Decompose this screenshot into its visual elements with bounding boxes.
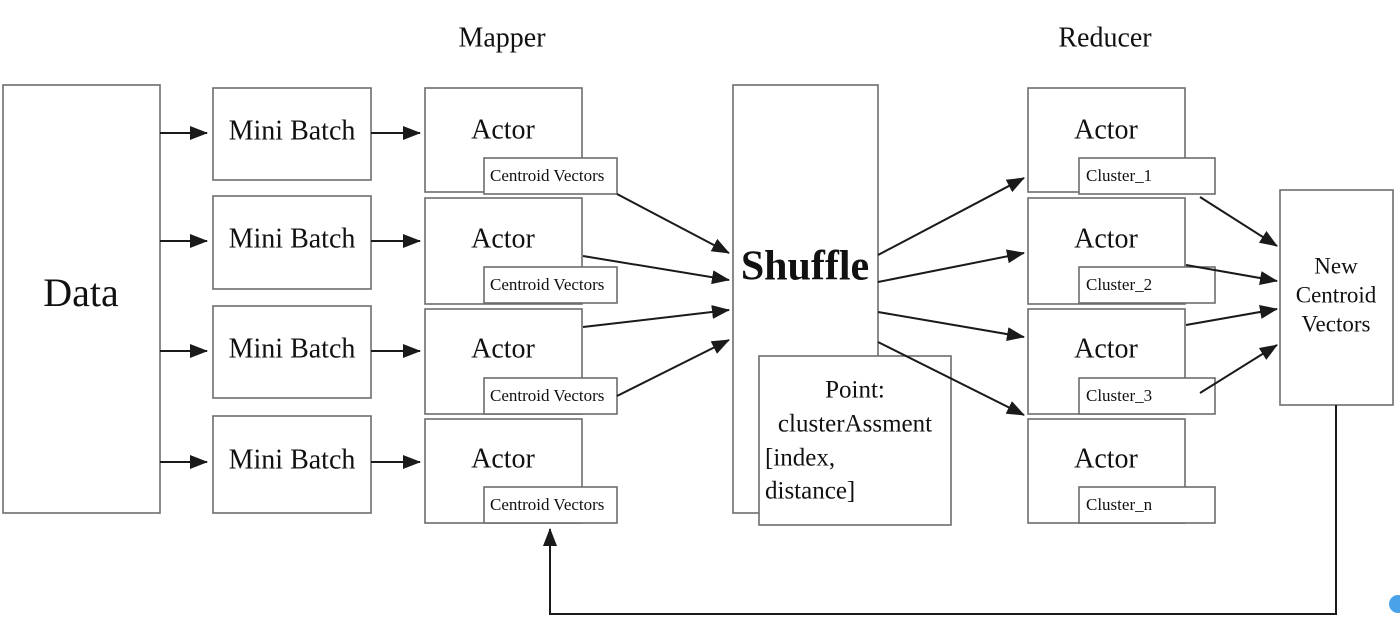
- arrow-cluster2-to-output: [1185, 264, 1278, 285]
- mapper-centroid-label-3: Centroid Vectors: [490, 386, 604, 405]
- reducer-cluster-label-2: Cluster_2: [1086, 275, 1152, 294]
- blue-badge-icon: [1389, 595, 1400, 613]
- reducer-cluster-box-4[interactable]: [1078, 486, 1216, 524]
- new-centroid-label-line3: Vectors: [1302, 311, 1371, 336]
- arrow-shuffle-to-reducer-1: [877, 177, 1025, 256]
- point-label-line2: clusterAssment: [778, 411, 932, 438]
- mapper-actor-label-1: Actor: [471, 114, 535, 145]
- arrow-feedback-loop: [543, 405, 1337, 615]
- data-label: Data: [43, 270, 119, 315]
- shuffle-label: Shuffle: [741, 244, 869, 290]
- mapper-centroid-label-1: Centroid Vectors: [490, 166, 604, 185]
- point-box[interactable]: [758, 355, 952, 526]
- mapper-actor-label-3: Actor: [471, 333, 535, 364]
- minibatch-box-1[interactable]: [212, 87, 372, 181]
- reducer-actor-label-2: Actor: [1074, 223, 1138, 254]
- reducer-cluster-box-2[interactable]: [1078, 266, 1216, 304]
- reducer-header: Reducer: [1058, 22, 1152, 53]
- mapper-centroid-box-2[interactable]: [483, 266, 618, 304]
- minibatch-label-2: Mini Batch: [229, 223, 356, 254]
- minibatch-box-3[interactable]: [212, 305, 372, 399]
- point-label-line3: [index,: [765, 445, 835, 472]
- mapper-header: Mapper: [458, 22, 546, 53]
- arrow-shuffle-to-reducer-3: [877, 311, 1025, 342]
- mapper-centroid-box-1[interactable]: [483, 157, 618, 195]
- new-centroid-label-line2: Centroid: [1296, 282, 1377, 307]
- new-centroid-vectors-box[interactable]: [1279, 189, 1394, 406]
- minibatch-box-2[interactable]: [212, 195, 372, 290]
- mapper-centroid-label-4: Centroid Vectors: [490, 495, 604, 514]
- arrow-shuffle-to-reducer-4: [877, 341, 1025, 416]
- data-box[interactable]: [2, 84, 161, 514]
- arrow-shuffle-to-reducer-2: [877, 249, 1025, 283]
- mapper-centroid-label-2: Centroid Vectors: [490, 275, 604, 294]
- reducer-actor-label-1: Actor: [1074, 114, 1138, 145]
- reducer-actor-label-3: Actor: [1074, 333, 1138, 364]
- arrow-cluster3-to-output: [1185, 305, 1278, 326]
- minibatch-box-4[interactable]: [212, 415, 372, 514]
- new-centroid-label-line1: New: [1314, 253, 1358, 278]
- arrow-cluster4-to-output: [1199, 344, 1278, 394]
- reducer-cluster-box-3[interactable]: [1078, 377, 1216, 415]
- mapper-actor-label-2: Actor: [471, 223, 535, 254]
- reducer-cluster-box-1[interactable]: [1078, 157, 1216, 195]
- minibatch-label-1: Mini Batch: [229, 115, 356, 146]
- arrow-mapper2-to-shuffle: [582, 255, 730, 285]
- minibatch-label-3: Mini Batch: [229, 333, 356, 364]
- reducer-cluster-label-4: Cluster_n: [1086, 495, 1153, 514]
- arrow-mapper4-to-shuffle: [616, 339, 730, 397]
- point-label-line1: Point:: [825, 377, 885, 404]
- minibatch-label-4: Mini Batch: [229, 444, 356, 475]
- mapper-centroid-box-3[interactable]: [483, 377, 618, 415]
- reducer-actor-label-4: Actor: [1074, 443, 1138, 474]
- point-label-line4: distance]: [765, 478, 855, 505]
- arrow-mapper3-to-shuffle: [582, 305, 730, 328]
- arrow-mapper1-to-shuffle: [616, 193, 730, 254]
- mapper-actor-label-4: Actor: [471, 443, 535, 474]
- reducer-cluster-label-3: Cluster_3: [1086, 386, 1152, 405]
- mapper-centroid-box-4[interactable]: [483, 486, 618, 524]
- reducer-cluster-label-1: Cluster_1: [1086, 166, 1152, 185]
- arrow-cluster1-to-output: [1199, 196, 1278, 247]
